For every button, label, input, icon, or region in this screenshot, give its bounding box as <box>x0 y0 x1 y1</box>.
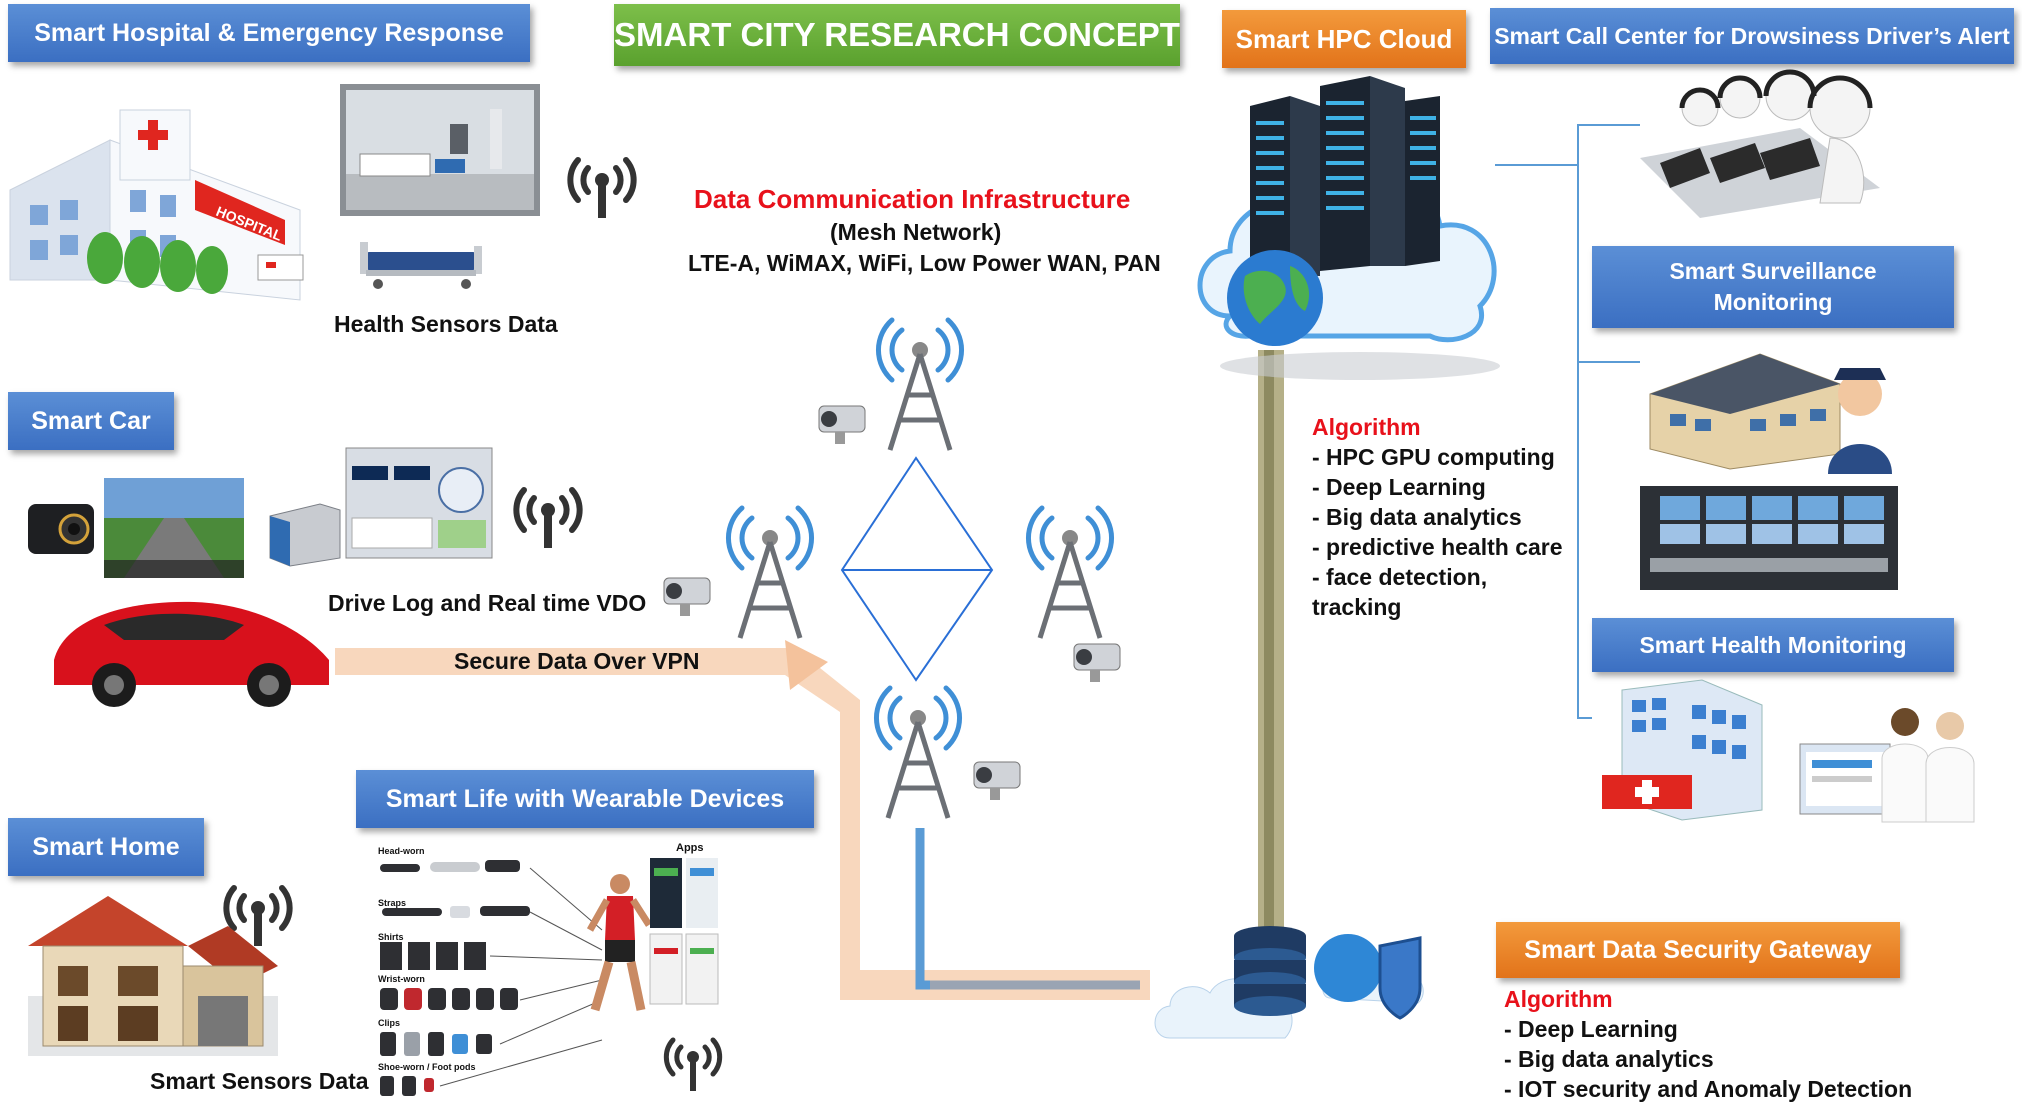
home-antenna-icon <box>223 885 293 946</box>
camera-icon <box>818 405 866 444</box>
hpc-algorithm-list: Algorithm - HPC GPU computing - Deep Lea… <box>1312 412 1563 622</box>
call-center-agents-illustration <box>1640 69 1880 218</box>
hpc-algorithm-heading: Algorithm <box>1312 414 1421 440</box>
vpn-arrow <box>785 640 828 690</box>
camera-icon <box>663 577 711 616</box>
hpc-algorithm-item: - face detection, <box>1312 564 1488 590</box>
red-sports-car <box>54 601 329 707</box>
doctors-illustration <box>1799 708 1975 823</box>
hpc-algorithm-item: - predictive health care <box>1312 534 1563 560</box>
runner-illustration <box>586 874 652 1012</box>
wearable-category: Clips <box>378 1018 401 1028</box>
mesh-diamond <box>840 456 994 682</box>
hpc-cloud-title: Smart HPC Cloud <box>1222 10 1466 68</box>
clinic-building-illustration <box>1602 679 1763 821</box>
infrastructure-title: Data Communication Infrastructure <box>694 184 1131 214</box>
police-station-illustration <box>1649 353 1892 474</box>
wearable-apps-screens <box>649 858 719 1005</box>
surveillance-title-text: Smart Surveillance Monitoring <box>1669 256 1876 318</box>
hpc-algorithm-item: - HPC GPU computing <box>1312 444 1555 470</box>
wearable-antenna-icon <box>663 1037 723 1091</box>
wearable-devices-graphic <box>380 860 603 1096</box>
driving-video-screen <box>104 478 244 578</box>
wearable-section-title: Smart Life with Wearable Devices <box>356 770 814 828</box>
uplink-column-core <box>1264 350 1274 930</box>
gateway-algorithm-item: - Deep Learning <box>1504 1016 1678 1042</box>
gateway-cloud-illustration <box>1154 926 1424 1039</box>
gateway-algorithm-heading: Algorithm <box>1504 986 1613 1012</box>
wearable-category: Shoe-worn / Foot pods <box>378 1062 476 1072</box>
hospital-room-photo <box>340 84 540 216</box>
tower-link <box>915 828 1140 990</box>
gateway-algorithm-list: Algorithm - Deep Learning - Big data ana… <box>1504 984 1912 1104</box>
hpc-cloud-illustration <box>1197 76 1500 380</box>
gateway-algorithm-item: - Big data analytics <box>1504 1046 1714 1072</box>
security-gateway-title: Smart Data Security Gateway <box>1496 922 1900 978</box>
cell-tower-left <box>726 505 814 639</box>
dashcam-device <box>28 504 94 554</box>
secure-vpn-label: Secure Data Over VPN <box>454 648 700 674</box>
home-section-title: Smart Home <box>8 818 204 876</box>
wearable-category: Shirts <box>378 932 404 942</box>
hospital-building-illustration: HOSPITAL <box>9 109 304 301</box>
infrastructure-subtitle: (Mesh Network) <box>830 219 1002 245</box>
antenna-icon <box>567 157 637 218</box>
surveillance-title: Smart Surveillance Monitoring <box>1592 246 1954 328</box>
service-connector <box>1495 124 1640 166</box>
cell-tower-top <box>876 317 964 451</box>
cell-tower-bottom <box>874 685 962 819</box>
wearable-category: Wrist-worn <box>378 974 425 984</box>
hpc-algorithm-item: tracking <box>1312 594 1402 620</box>
cell-tower-right <box>1026 505 1114 639</box>
house-illustration <box>28 896 278 1056</box>
telemetry-dashboard-screen <box>345 447 493 559</box>
drive-log-label: Drive Log and Real time VDO <box>328 590 647 616</box>
data-logger-device <box>269 503 341 567</box>
service-connector-vertical <box>1577 165 1592 719</box>
wearable-category: Straps <box>378 898 407 908</box>
call-center-title: Smart Call Center for Drowsiness Driver’… <box>1490 8 2014 64</box>
infrastructure-protocols: LTE-A, WiMAX, WiFi, Low Power WAN, PAN <box>688 250 1161 276</box>
smart-sensors-label: Smart Sensors Data <box>150 1068 369 1094</box>
hpc-algorithm-item: - Deep Learning <box>1312 474 1486 500</box>
health-monitoring-title: Smart Health Monitoring <box>1592 618 1954 672</box>
camera-icon <box>973 761 1021 800</box>
control-room-photo <box>1640 486 1898 590</box>
hospital-section-title: Smart Hospital & Emergency Response <box>8 4 530 62</box>
hpc-algorithm-item: - Big data analytics <box>1312 504 1522 530</box>
surveillance-title-line1: Smart Surveillance <box>1669 258 1877 284</box>
camera-icon <box>1073 643 1121 682</box>
page-title: SMART CITY RESEARCH CONCEPT <box>614 4 1180 66</box>
health-sensors-label: Health Sensors Data <box>334 311 558 337</box>
wearable-apps-label: Apps <box>676 842 704 854</box>
surveillance-title-line2: Monitoring <box>1713 289 1833 315</box>
hospital-bed-illustration <box>360 242 482 289</box>
car-antenna-icon <box>513 487 583 548</box>
wearable-category: Head-worn <box>378 846 425 856</box>
wearable-device-catalog: Head-worn Straps Shirts Wrist-worn Clips… <box>370 840 640 1100</box>
car-section-title: Smart Car <box>8 392 174 450</box>
gateway-algorithm-item: - IOT security and Anomaly Detection <box>1504 1076 1913 1102</box>
